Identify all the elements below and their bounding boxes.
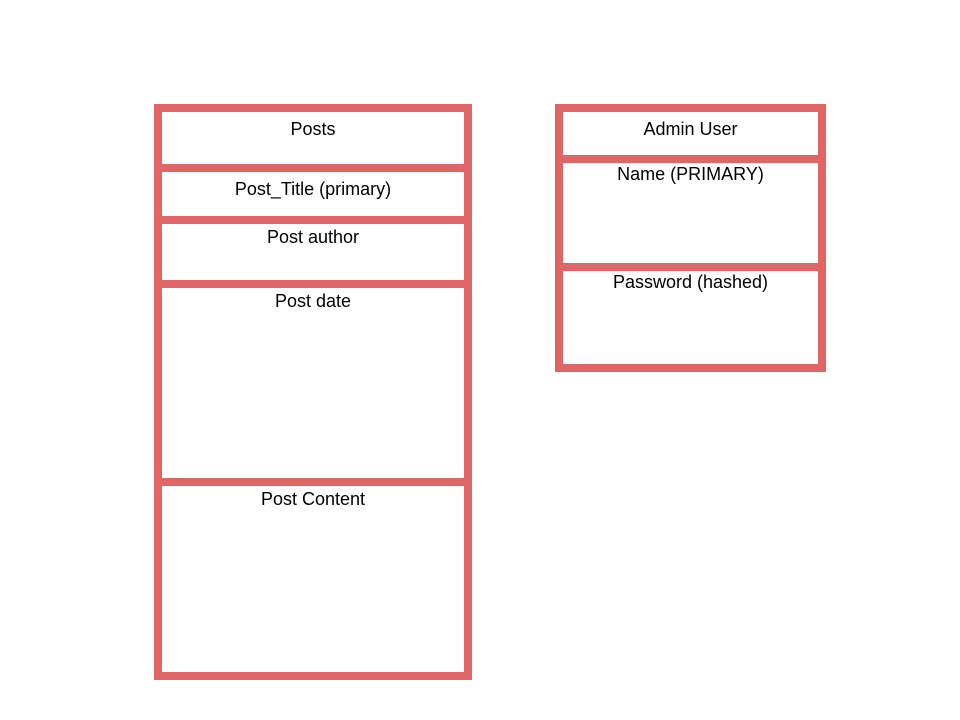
field-label: Password (hashed) xyxy=(612,272,769,292)
posts-field-post-author: Post author xyxy=(162,216,464,280)
field-label: Post date xyxy=(274,291,352,311)
admin-field-password: Password (hashed) xyxy=(563,263,818,372)
table-title: Posts xyxy=(290,119,336,139)
posts-field-post-date: Post date xyxy=(162,280,464,478)
posts-field-post-content: Post Content xyxy=(162,478,464,672)
posts-table: Posts Post_Title (primary) Post author P… xyxy=(154,104,472,680)
posts-table-header: Posts xyxy=(162,112,464,164)
admin-user-table-header: Admin User xyxy=(563,112,818,155)
field-label: Post_Title (primary) xyxy=(234,179,392,199)
posts-field-post-title: Post_Title (primary) xyxy=(162,164,464,216)
field-label: Post author xyxy=(266,227,360,247)
admin-field-name: Name (PRIMARY) xyxy=(563,155,818,263)
field-label: Post Content xyxy=(260,489,366,509)
table-title: Admin User xyxy=(643,119,738,139)
admin-user-table: Admin User Name (PRIMARY) Password (hash… xyxy=(555,104,826,372)
field-label: Name (PRIMARY) xyxy=(617,164,764,184)
